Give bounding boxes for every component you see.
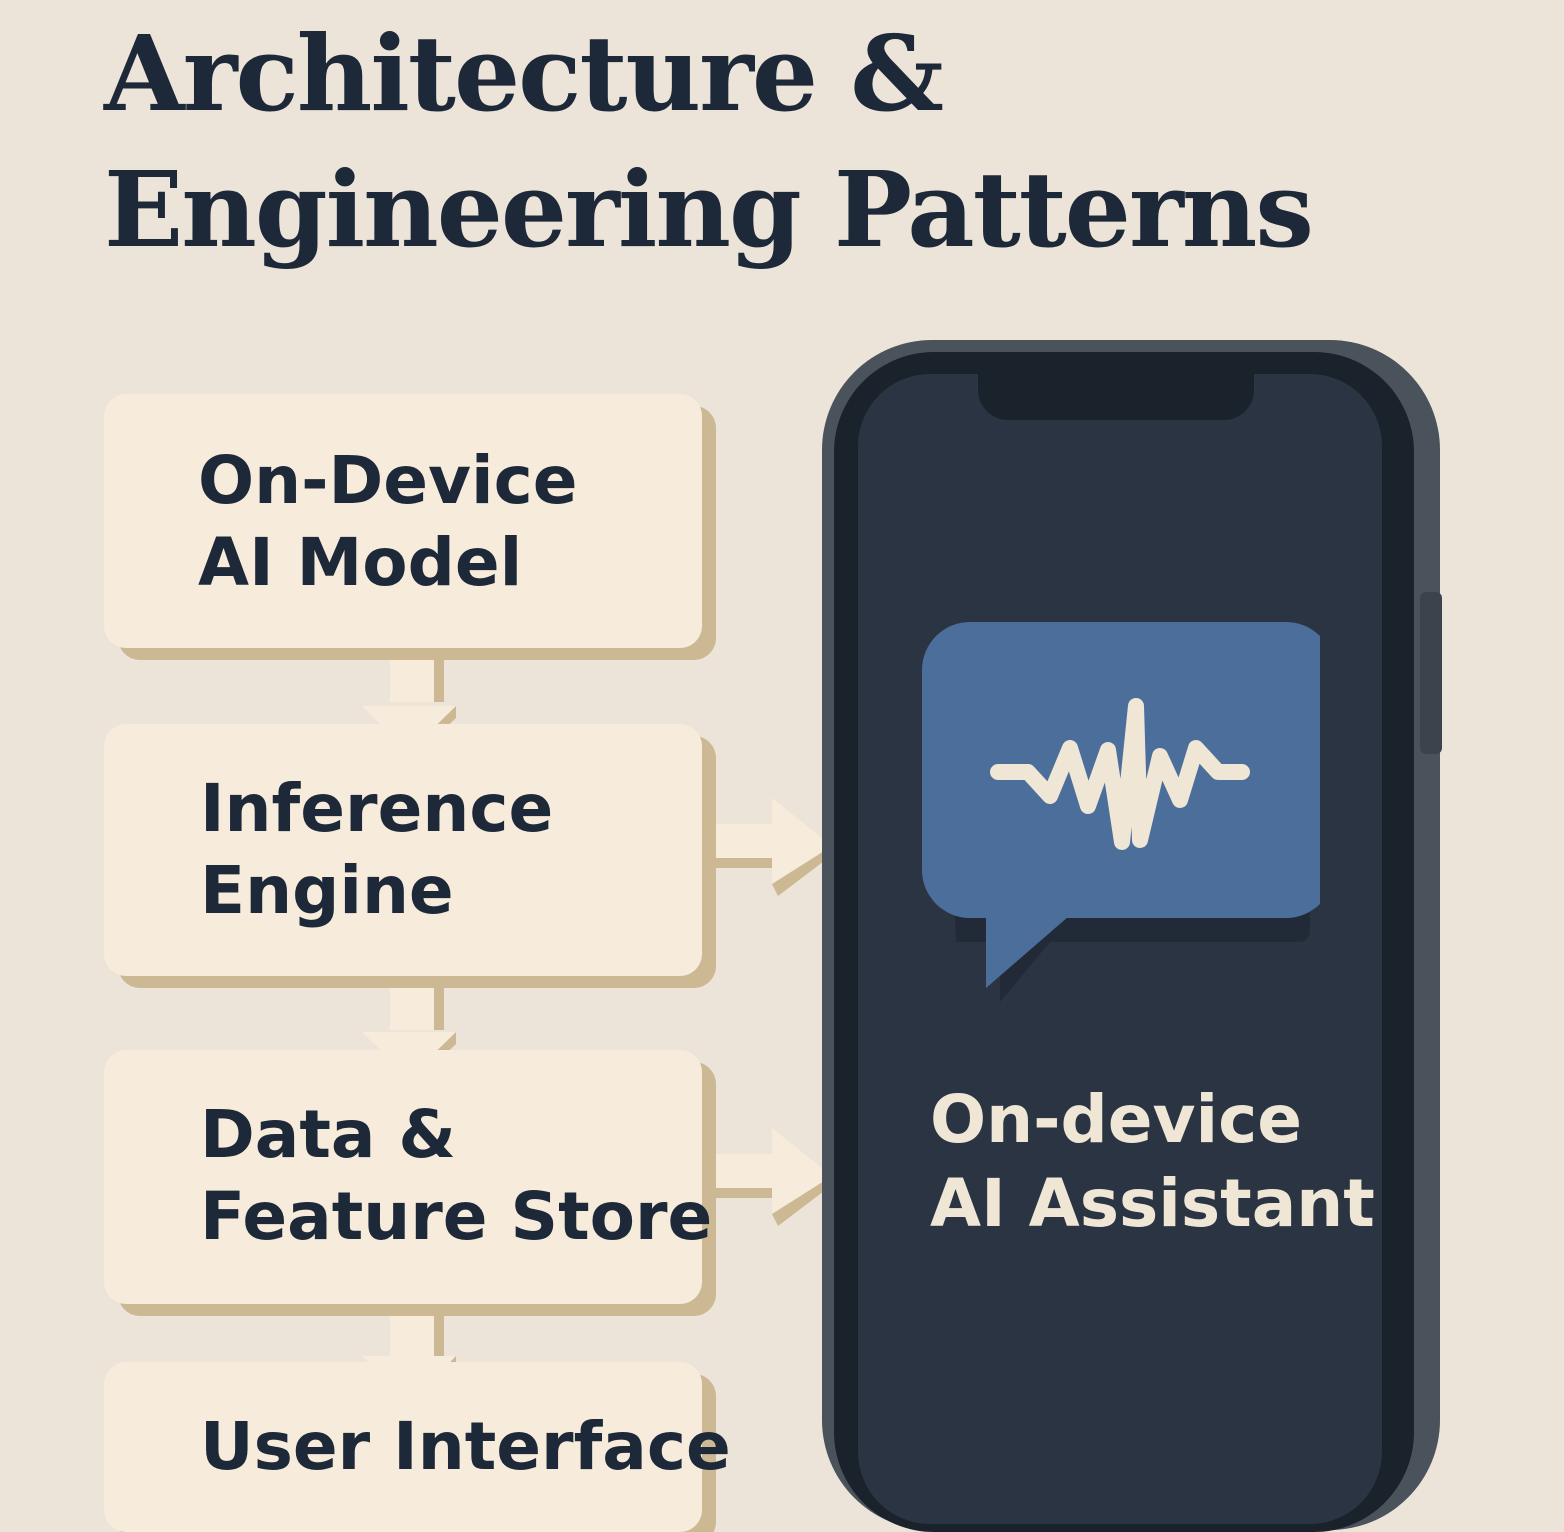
box-label: Inference Engine	[200, 768, 553, 932]
right-arrow-1	[700, 798, 836, 896]
box-data-feature-store: Data & Feature Store	[104, 1050, 712, 1304]
waveform-icon	[990, 698, 1250, 850]
box-label-line-2: Engine	[200, 852, 454, 929]
box-label-line-1: Data &	[200, 1096, 456, 1173]
phone-label-line-2: AI Assistant	[930, 1165, 1375, 1242]
phone-label-line-1: On-device	[930, 1081, 1303, 1158]
box-label-line-1: User Interface	[200, 1408, 731, 1485]
box-label-line-1: Inference	[200, 770, 554, 847]
phone-label: On-device AI Assistant	[930, 1078, 1375, 1246]
right-arrow-2	[700, 1128, 836, 1226]
box-on-device-ai-model: On-Device AI Model	[104, 394, 702, 648]
box-label: User Interface	[200, 1406, 731, 1488]
box-label-line-2: Feature Store	[200, 1178, 713, 1255]
title-line-1: Architecture &	[104, 12, 944, 135]
title-line-2: Engineering Patterns	[104, 148, 1314, 271]
box-label-line-2: AI Model	[198, 524, 523, 601]
chat-bubble-icon	[922, 622, 1320, 1002]
box-label: Data & Feature Store	[200, 1094, 712, 1258]
box-inference-engine: Inference Engine	[104, 724, 702, 976]
box-label: On-Device AI Model	[198, 440, 578, 604]
phone-notch	[978, 374, 1254, 420]
phone-side-button	[1420, 592, 1442, 754]
phone-screen	[858, 374, 1382, 1524]
page-title: Architecture & Engineering Patterns	[104, 6, 1314, 278]
box-label-line-1: On-Device	[198, 442, 578, 519]
box-user-interface: User Interface	[104, 1362, 731, 1532]
